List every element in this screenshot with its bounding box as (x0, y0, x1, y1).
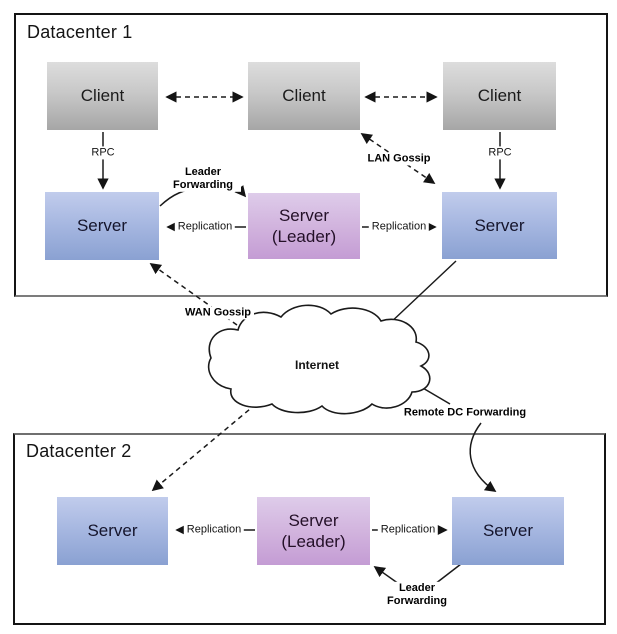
dc1-server-right-label: Server (474, 215, 525, 235)
datacenter1-title: Datacenter 1 (27, 22, 133, 42)
dc1-client-2-label: Client (282, 86, 326, 106)
replication-dc2-left-label: Replication (183, 523, 245, 537)
internet-label: Internet (294, 357, 340, 372)
dc1-client-3-label: Client (477, 86, 522, 106)
datacenter2-title: Datacenter 2 (26, 441, 132, 461)
rpc-right-label: RPC (485, 146, 515, 160)
replication-dc1-left-label: Replication (174, 220, 236, 234)
dc1-server-left: Server (45, 192, 159, 260)
dc1-server-right: Server (442, 192, 557, 259)
leader-forwarding-dc1-line1: Leader (184, 165, 222, 178)
datacenter1-frame (14, 13, 608, 297)
replication-dc2-right-label: Replication (377, 523, 439, 537)
leader-forwarding-dc2-line2: Forwarding (387, 595, 447, 607)
dc2-server-left: Server (57, 497, 168, 565)
leader-forwarding-dc1-line2: Forwarding (173, 179, 233, 191)
dc2-server-left-label: Server (87, 521, 138, 541)
leader-forwarding-dc1-label: Leader Forwarding (165, 165, 241, 193)
wan-gossip-label: WAN Gossip (181, 306, 255, 320)
dc1-client-3: Client (443, 62, 556, 130)
dc1-server-leader: Server (Leader) (248, 193, 360, 259)
dc2-server-right-label: Server (482, 521, 534, 541)
leader-forwarding-dc2-label: Leader Forwarding (379, 581, 455, 609)
dc1-client-1: Client (47, 62, 158, 130)
dc1-leader-label-line1: Server (278, 205, 330, 225)
lan-gossip-label: LAN Gossip (364, 152, 434, 166)
dc1-leader-label-line2: (Leader) (271, 227, 337, 246)
cloud-to-remote-label-line (415, 383, 451, 405)
dc1-client-2: Client (248, 62, 360, 130)
dc2-leader-label-line2: (Leader) (281, 532, 346, 551)
datacenter2-frame (13, 433, 606, 625)
dc1-server-left-label: Server (76, 216, 128, 236)
rpc-left-label: RPC (88, 146, 118, 160)
dc1-client-1-label: Client (80, 86, 125, 106)
dc2-server-leader: Server (Leader) (257, 497, 370, 565)
replication-dc1-right-label: Replication (368, 220, 430, 234)
dc2-server-right: Server (452, 497, 564, 565)
dc2-leader-label-line1: Server (288, 510, 339, 530)
leader-forwarding-dc2-line1: Leader (398, 581, 436, 594)
remote-dc-forwarding-label: Remote DC Forwarding (400, 406, 530, 420)
